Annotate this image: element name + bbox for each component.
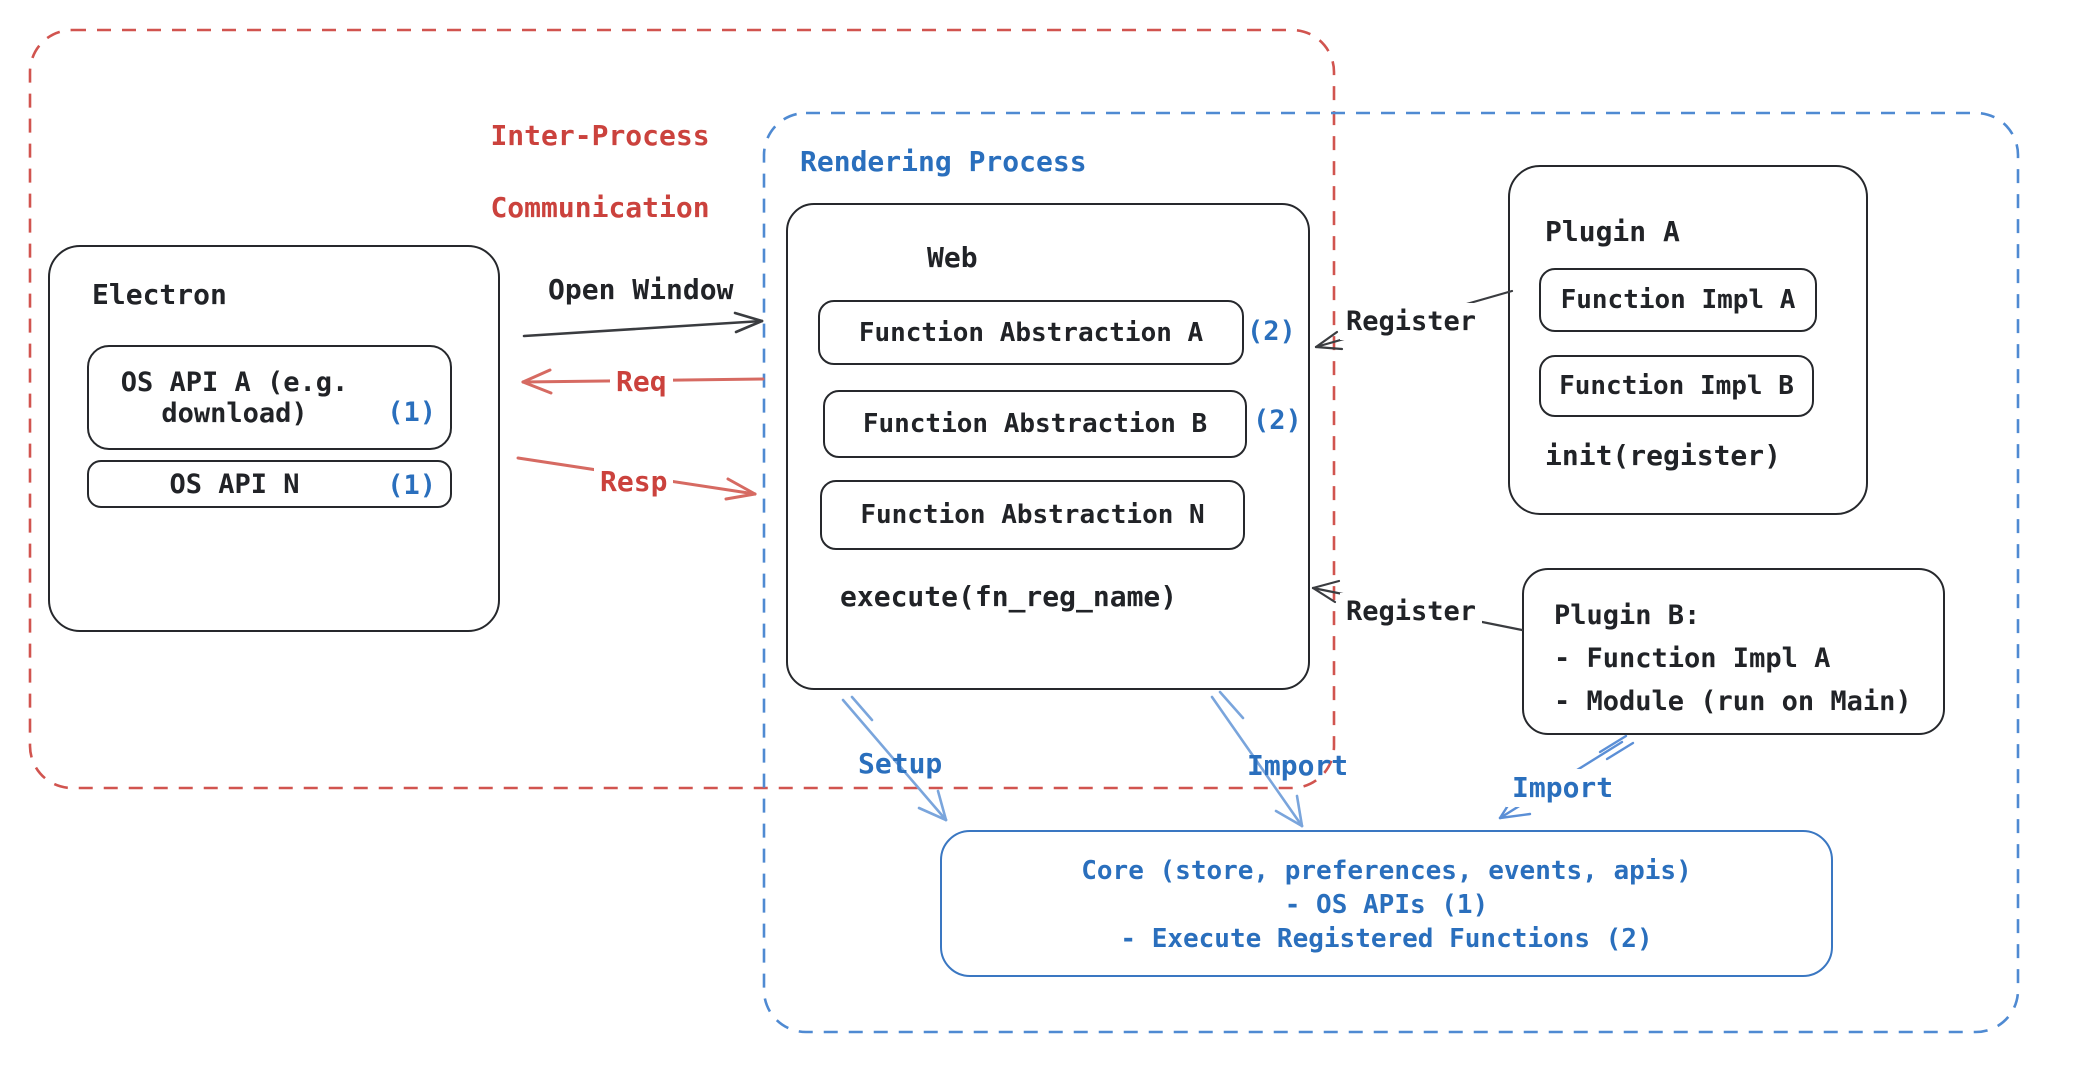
plugin-a-title: Plugin A (1545, 215, 1680, 248)
setup-label: Setup (858, 747, 943, 780)
fn-abstraction-a-badge: (2) (1247, 316, 1296, 347)
execute-label: execute(fn_reg_name) (840, 580, 1178, 613)
core-line3: - Execute Registered Functions (2) (1120, 924, 1653, 954)
plugin-a-impl-b-box: Function Impl B (1539, 355, 1814, 417)
core-line2: - OS APIs (1) (1284, 890, 1489, 920)
resp-label: Resp (594, 463, 674, 502)
open-window-label: Open Window (548, 273, 734, 306)
os-api-n-box: OS API N (1) (87, 460, 452, 508)
plugin-b-item2: - Module (run on Main) (1554, 686, 1912, 717)
plugin-b-title: Plugin B: (1554, 600, 1701, 631)
web-box: Web Function Abstraction A Function Abst… (786, 203, 1310, 690)
plugin-a-impl-a-box: Function Impl A (1539, 268, 1817, 332)
ipc-label-line2: Communication (490, 191, 710, 224)
register-bottom-label: Register (1340, 593, 1483, 631)
fn-abstraction-n-box: Function Abstraction N (820, 480, 1245, 550)
ipc-label-line1: Inter-Process (490, 119, 710, 152)
os-api-n-label: OS API N (169, 468, 300, 500)
core-box: Core (store, preferences, events, apis) … (940, 830, 1833, 977)
import-right-label: Import (1506, 769, 1620, 808)
plugin-a-box: Plugin A Function Impl A Function Impl B… (1508, 165, 1868, 515)
plugin-b-item1: - Function Impl A (1554, 643, 1831, 674)
register-top-label: Register (1340, 303, 1483, 341)
web-title: Web (927, 241, 978, 274)
electron-box: Electron OS API A (e.g. download) (1) OS… (48, 245, 500, 632)
plugin-a-impl-b-label: Function Impl B (1559, 371, 1794, 401)
fn-abstraction-a-label: Function Abstraction A (858, 317, 1204, 348)
req-label: Req (610, 363, 673, 402)
electron-title: Electron (92, 278, 227, 311)
plugin-a-init-label: init(register) (1545, 439, 1782, 472)
fn-abstraction-a-box: Function Abstraction A (818, 300, 1244, 365)
os-api-a-box: OS API A (e.g. download) (1) (87, 345, 452, 450)
os-api-n-badge: (1) (387, 470, 436, 501)
ipc-group-label: Inter-Process Communication (423, 82, 710, 262)
open-window-arrow (522, 311, 764, 338)
os-api-a-line1: OS API A (e.g. (120, 366, 349, 398)
os-api-a-badge: (1) (387, 397, 436, 428)
rendering-group-label: Rendering Process (800, 145, 1087, 178)
plugin-b-box: Plugin B: - Function Impl A - Module (ru… (1522, 568, 1945, 735)
fn-abstraction-n-label: Function Abstraction N (860, 500, 1205, 530)
core-line1: Core (store, preferences, events, apis) (1081, 856, 1692, 886)
fn-abstraction-b-label: Function Abstraction B (862, 409, 1208, 439)
plugin-a-impl-a-label: Function Impl A (1560, 285, 1796, 315)
import-mid-label: Import (1247, 749, 1349, 782)
fn-abstraction-b-box: Function Abstraction B (823, 390, 1247, 458)
os-api-a-line2: download) (161, 397, 308, 429)
fn-abstraction-b-badge: (2) (1253, 405, 1302, 436)
